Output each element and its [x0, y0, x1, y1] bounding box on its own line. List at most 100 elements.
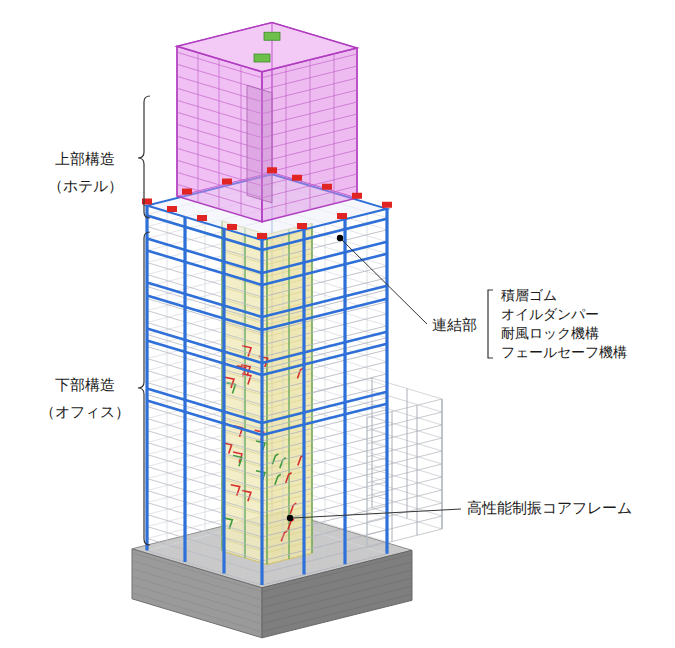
hotel-floor — [262, 138, 357, 162]
podium-face — [262, 550, 412, 638]
hotel-floor — [262, 102, 357, 126]
floor-line — [262, 482, 387, 513]
annex-column — [417, 405, 418, 535]
floor-line — [262, 326, 387, 357]
belt-truss — [262, 286, 387, 317]
hotel-floor — [262, 66, 357, 90]
structure-label: 上部構造 — [54, 150, 116, 168]
hotel-column — [241, 65, 242, 215]
leader-dot — [337, 235, 343, 241]
podium-face — [132, 549, 262, 638]
mullion — [205, 223, 206, 568]
floor-line — [262, 446, 387, 477]
mullion — [243, 234, 244, 579]
belt-truss — [147, 216, 262, 251]
floor-line — [262, 302, 387, 333]
hotel-floor — [262, 54, 357, 78]
floor-line — [262, 374, 387, 405]
column — [145, 206, 148, 551]
belt-truss — [147, 329, 262, 364]
podium-line — [132, 585, 262, 624]
column — [385, 209, 388, 554]
damper-mark — [233, 456, 242, 467]
hotel-floor — [262, 162, 357, 186]
belt-truss — [262, 219, 387, 250]
isolator — [267, 167, 277, 173]
hotel-core — [247, 85, 272, 203]
belt-truss — [262, 392, 387, 423]
mullion — [346, 219, 347, 564]
floor-line — [262, 398, 387, 429]
isolator — [257, 233, 267, 239]
isolator — [182, 189, 192, 195]
podium-line — [262, 594, 412, 632]
podium-line — [132, 561, 262, 600]
floor-line — [262, 422, 387, 453]
hotel-face — [262, 48, 357, 222]
podium-line — [132, 577, 262, 616]
floor-line — [262, 410, 387, 441]
column — [260, 240, 263, 585]
column — [183, 217, 186, 562]
mullion — [167, 212, 168, 557]
belt-truss — [147, 283, 262, 318]
structure-label: 下部構造 — [54, 376, 116, 394]
mullion — [262, 240, 263, 585]
floor-line — [262, 470, 387, 501]
hotel-floor — [262, 186, 357, 210]
floor-line — [262, 290, 387, 321]
floor-line — [262, 386, 387, 417]
hotel-floor — [262, 90, 357, 114]
brace — [138, 96, 150, 218]
hotel-column — [334, 54, 335, 204]
damper-mark — [272, 454, 278, 465]
podium-line — [132, 593, 262, 632]
isolator — [167, 206, 177, 212]
isolator — [197, 215, 207, 221]
annex-column — [392, 412, 393, 542]
structure-label: （オフィス） — [39, 403, 131, 421]
isolator — [292, 175, 302, 181]
hotel-column — [286, 66, 287, 216]
floor-line — [262, 542, 387, 573]
podium-line — [132, 569, 262, 608]
part-label: 高性能制振コアフレーム — [466, 499, 633, 517]
podium-line — [262, 554, 412, 592]
isolator — [352, 193, 362, 199]
leader-dot — [287, 515, 293, 521]
mullion — [224, 229, 225, 574]
hotel-floor — [262, 126, 357, 150]
podium-line — [262, 578, 412, 616]
column — [343, 219, 346, 564]
annex-column — [407, 389, 408, 519]
part-label: 連結部 — [431, 316, 478, 334]
floor-line — [262, 506, 387, 537]
leader-line — [293, 509, 461, 518]
damper-mark — [281, 531, 287, 542]
roof-equipment — [264, 32, 280, 40]
floor-line — [262, 350, 387, 381]
belt-truss — [262, 299, 387, 330]
floor-line — [262, 518, 387, 549]
leader-line — [342, 240, 427, 324]
brace — [138, 232, 150, 545]
belt-truss — [147, 389, 262, 424]
list-bracket — [488, 290, 493, 358]
mullion — [186, 217, 187, 562]
podium-line — [262, 586, 412, 624]
floor-line — [262, 338, 387, 369]
podium-line — [132, 553, 262, 592]
isolator — [337, 213, 347, 219]
hotel-floor — [177, 52, 262, 78]
component-item: フェールセーフ機構 — [500, 344, 628, 361]
floor-line — [262, 458, 387, 489]
floor-line — [262, 530, 387, 561]
isolator — [227, 224, 237, 230]
floor-line — [262, 494, 387, 525]
isolator — [322, 184, 332, 190]
floor-line — [262, 314, 387, 345]
isolator — [382, 202, 392, 208]
